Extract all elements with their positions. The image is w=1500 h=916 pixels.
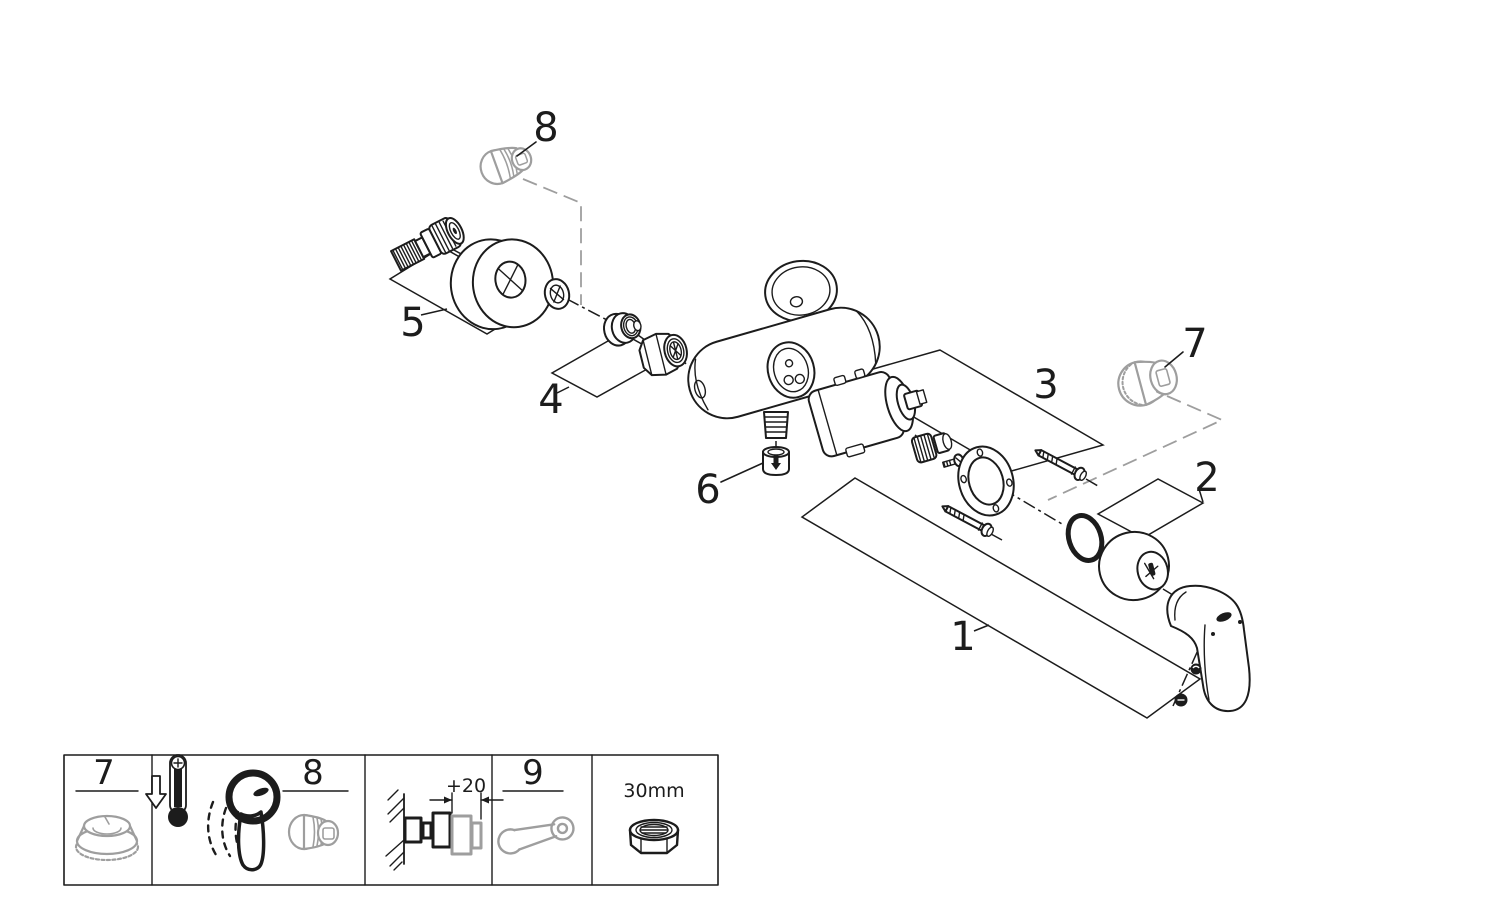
part-cap-nut — [638, 332, 688, 377]
legend-cell-part8: 8 — [145, 753, 349, 872]
cartridge-seat-ring — [766, 341, 816, 399]
part-o-ring — [1065, 513, 1105, 563]
bracket-tick-2 — [1198, 488, 1204, 503]
callout-5: 5 — [400, 300, 425, 346]
bracket-group-2 — [1096, 478, 1205, 539]
part-temperature-limiter — [1117, 359, 1178, 407]
legend-table: 7 — [63, 753, 719, 886]
legend-label-9: 9 — [522, 753, 544, 793]
callout-7: 7 — [1182, 321, 1207, 367]
bracket-tick-1 — [973, 624, 990, 632]
wall-extension-fitting-icon — [385, 789, 504, 871]
legend-nut-size: 30mm — [623, 780, 684, 802]
legend-label-8: 8 — [302, 753, 324, 793]
down-arrow-icon — [145, 775, 167, 809]
part-filter-insert — [603, 312, 642, 347]
hex-nut-icon — [628, 818, 680, 855]
callout-1: 1 — [950, 614, 975, 660]
open-end-wrench-icon — [497, 816, 575, 855]
part-stem-adapter — [910, 432, 953, 464]
part-mounting-screw-b — [941, 505, 994, 538]
legend-label-7: 7 — [93, 753, 115, 793]
part-mixer-body — [687, 306, 881, 439]
callout-8: 8 — [533, 105, 558, 151]
part-escutcheon — [449, 238, 555, 331]
option-reference-lines — [522, 178, 1225, 501]
callout-labels: 1 2 3 4 5 6 7 8 — [400, 105, 1219, 660]
part-outlet-insert — [762, 446, 790, 476]
legend-cell-part7: 7 — [74, 753, 140, 862]
handle-screw-2 — [1174, 693, 1188, 707]
outlet-stub — [763, 411, 789, 439]
part-cartridge — [807, 368, 928, 458]
cold-thermometer-icon — [168, 754, 188, 827]
callout-3: 3 — [1033, 362, 1058, 408]
legend-cell-part9: 9 — [497, 753, 575, 855]
legend-dimension: +20 — [446, 775, 486, 797]
legend-cell-nut-size: 30mm — [623, 780, 685, 855]
callout-4: 4 — [538, 377, 563, 423]
part-dome-cap — [1098, 530, 1170, 602]
part-flow-restrictor — [479, 146, 533, 186]
handle-screw-1 — [1190, 663, 1202, 675]
bracket-tick-4 — [556, 386, 570, 394]
part-s-union — [390, 217, 465, 272]
part-retaining-flange — [957, 445, 1015, 517]
lever-handle-swing-icon — [206, 769, 281, 872]
callout-2: 2 — [1194, 455, 1219, 501]
part-seal-washer — [543, 278, 571, 310]
callout-6: 6 — [695, 467, 720, 513]
bracket-group-1 — [800, 477, 1202, 719]
part-mounting-screw-a — [1034, 449, 1087, 482]
part-lever-handle — [1166, 584, 1251, 713]
part7-reference-line — [1047, 395, 1225, 501]
temperature-limiter-cap-icon — [74, 814, 140, 862]
legend-cell-extension: +20 — [385, 775, 504, 871]
bracket-tick-5 — [420, 308, 448, 316]
flow-restrictor-icon — [287, 813, 340, 851]
